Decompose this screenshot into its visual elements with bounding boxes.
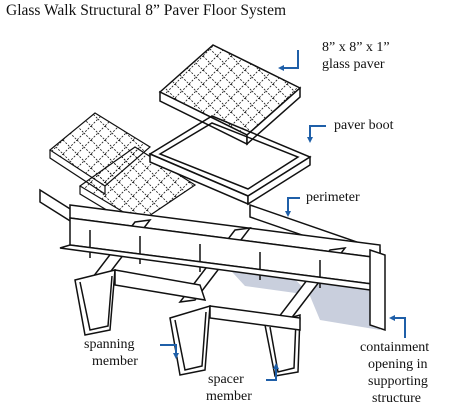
spanning-member-label-2: member — [92, 354, 138, 369]
spacer-member-label-2: member — [206, 389, 252, 404]
glass-paver-leader — [280, 50, 299, 69]
paver-boot-leader — [309, 125, 326, 140]
containment-label-3: supporting — [368, 374, 428, 389]
glass-paver-size-label: 8” x 8” x 1” — [322, 40, 390, 55]
leader-arrows — [160, 50, 406, 381]
containment-label-2: opening in — [368, 357, 428, 372]
spacer-leader — [266, 366, 277, 381]
spanning-leader — [160, 344, 177, 356]
glass-paver-label: glass paver — [322, 57, 385, 72]
paver-boot — [148, 115, 312, 206]
glass-paver — [158, 44, 302, 146]
perimeter-leader — [287, 197, 300, 214]
containment-label-1: containment — [360, 340, 430, 355]
containment-label-4: structure — [372, 391, 421, 406]
paver-boot-label: paver boot — [334, 118, 394, 133]
perimeter-label: perimeter — [306, 190, 360, 205]
spanning-member-label-1: spanning — [84, 337, 135, 352]
containment-leader — [392, 317, 406, 338]
spacer-member-label-1: spacer — [208, 372, 244, 387]
installed-pavers — [48, 112, 197, 232]
diagram-title: Glass Walk Structural 8” Paver Floor Sys… — [6, 2, 287, 19]
grid-structure — [39, 188, 386, 377]
